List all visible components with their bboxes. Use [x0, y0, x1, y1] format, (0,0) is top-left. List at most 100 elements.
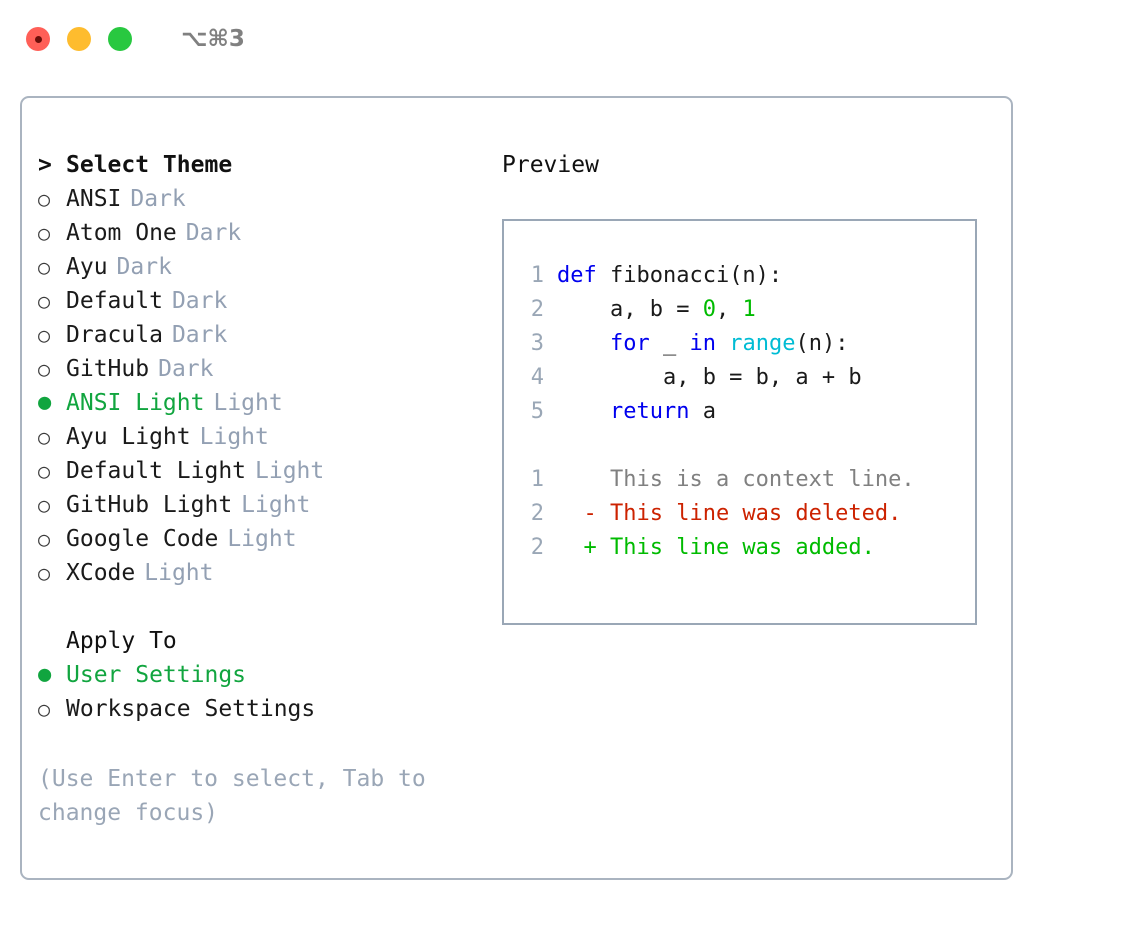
diff-text: This is a context line.: [557, 467, 915, 492]
line-number: 2: [530, 535, 544, 560]
code-token: [716, 331, 729, 356]
close-button[interactable]: [26, 27, 50, 51]
theme-item-tag: Dark: [130, 186, 186, 212]
code-token: ,: [715, 297, 743, 322]
window-controls: [26, 27, 132, 51]
preview-label: Preview: [502, 152, 599, 178]
theme-item-google-code[interactable]: ○ Google Code Light: [38, 522, 478, 556]
code-token: def: [557, 263, 610, 288]
radio-unselected-icon: ○: [38, 527, 51, 551]
line-number: 1: [530, 467, 544, 492]
theme-item-tag: Light: [227, 526, 297, 552]
code-token: fibonacci(n):: [609, 263, 783, 288]
theme-item-label: Dracula: [66, 322, 163, 348]
apply-to-option-label: Workspace Settings: [66, 696, 316, 722]
code-line: 1 def fibonacci(n):: [516, 259, 975, 293]
code-line: 4 a, b = b, a + b: [516, 361, 975, 395]
theme-item-tag: Dark: [171, 288, 228, 314]
radio-unselected-icon: ○: [38, 255, 51, 279]
line-number: 2: [530, 501, 544, 526]
diff-line: 2 + This line was added.: [516, 531, 975, 565]
theme-item-ansi[interactable]: ○ ANSI Dark: [38, 182, 478, 216]
diff-line: 1 This is a context line.: [516, 463, 975, 497]
line-number: 1: [530, 263, 544, 288]
code-token: a, b = b, a + b: [557, 365, 862, 390]
theme-item-ansi-light[interactable]: ● ANSI Light Light: [38, 386, 478, 420]
theme-item-label: GitHub: [66, 356, 150, 382]
theme-item-tag: Light: [144, 560, 214, 586]
theme-item-tag: Dark: [116, 254, 172, 280]
theme-item-label: GitHub Light: [66, 492, 233, 518]
theme-item-label: Atom One: [66, 220, 177, 246]
radio-unselected-icon: ○: [38, 221, 51, 245]
theme-item-xcode[interactable]: ○ XCode Light: [38, 556, 478, 590]
minimize-button[interactable]: [67, 27, 91, 51]
code-token: [557, 331, 610, 356]
keyboard-hint: (Use Enter to select, Tab to change focu…: [38, 766, 426, 826]
code-token: in: [689, 331, 716, 356]
radio-unselected-icon: ○: [38, 425, 51, 449]
theme-item-github[interactable]: ○ GitHub Dark: [38, 352, 478, 386]
code-token: 1: [742, 297, 756, 322]
theme-item-tag: Light: [213, 390, 283, 416]
radio-unselected-icon: ○: [38, 459, 51, 483]
apply-to-option-label: User Settings: [66, 662, 247, 688]
theme-item-label: Ayu Light: [66, 424, 191, 450]
theme-item-ayu-light[interactable]: ○ Ayu Light Light: [38, 420, 478, 454]
select-theme-heading: > Select Theme: [38, 148, 478, 182]
theme-item-tag: Dark: [158, 356, 214, 382]
apply-to-list: ● User Settings ○ Workspace Settings: [38, 658, 478, 726]
radio-selected-icon: ●: [38, 390, 52, 415]
radio-unselected-icon: ○: [38, 289, 51, 313]
select-theme-title: Select Theme: [66, 152, 233, 178]
code-token: for: [609, 331, 650, 356]
shortcut-label: ⌥⌘3: [181, 25, 245, 52]
maximize-button[interactable]: [108, 27, 132, 51]
code-line: 5 return a: [516, 395, 975, 429]
diff-line: 2 - This line was deleted.: [516, 497, 975, 531]
line-number: 4: [530, 365, 544, 390]
code-token: (n):: [795, 331, 849, 356]
theme-item-label: ANSI: [66, 186, 122, 212]
code-diff-gap: [516, 429, 975, 463]
theme-item-label: ANSI Light: [66, 390, 205, 416]
theme-item-label: XCode: [66, 560, 136, 586]
apply-to-option-workspace-settings[interactable]: ○ Workspace Settings: [38, 692, 478, 726]
radio-unselected-icon: ○: [38, 561, 51, 585]
line-number: 2: [530, 297, 544, 322]
theme-item-label: Default Light: [66, 458, 247, 484]
code-token: a: [689, 399, 716, 424]
apply-to-option-user-settings[interactable]: ● User Settings: [38, 658, 478, 692]
code-token: a, b =: [557, 297, 703, 322]
theme-item-label: Ayu: [66, 254, 108, 280]
code-token: return: [609, 399, 690, 424]
code-line: 2 a, b = 0, 1: [516, 293, 975, 327]
theme-item-label: Google Code: [66, 526, 219, 552]
code-token: [557, 399, 610, 424]
radio-unselected-icon: ○: [38, 357, 51, 381]
caret-icon: >: [38, 152, 52, 178]
line-number: 3: [530, 331, 544, 356]
list-spacer: [38, 590, 478, 624]
radio-selected-icon: ●: [38, 662, 52, 687]
theme-item-ayu[interactable]: ○ Ayu Dark: [38, 250, 478, 284]
code-line: 3 for _ in range(n):: [516, 327, 975, 361]
diff-text: + This line was added.: [557, 535, 875, 560]
radio-unselected-icon: ○: [38, 697, 51, 721]
code-token: range: [729, 331, 796, 356]
theme-item-tag: Light: [241, 492, 311, 518]
code-token: _: [649, 331, 690, 356]
line-number: 5: [530, 399, 544, 424]
theme-item-tag: Light: [199, 424, 269, 450]
radio-unselected-icon: ○: [38, 187, 51, 211]
